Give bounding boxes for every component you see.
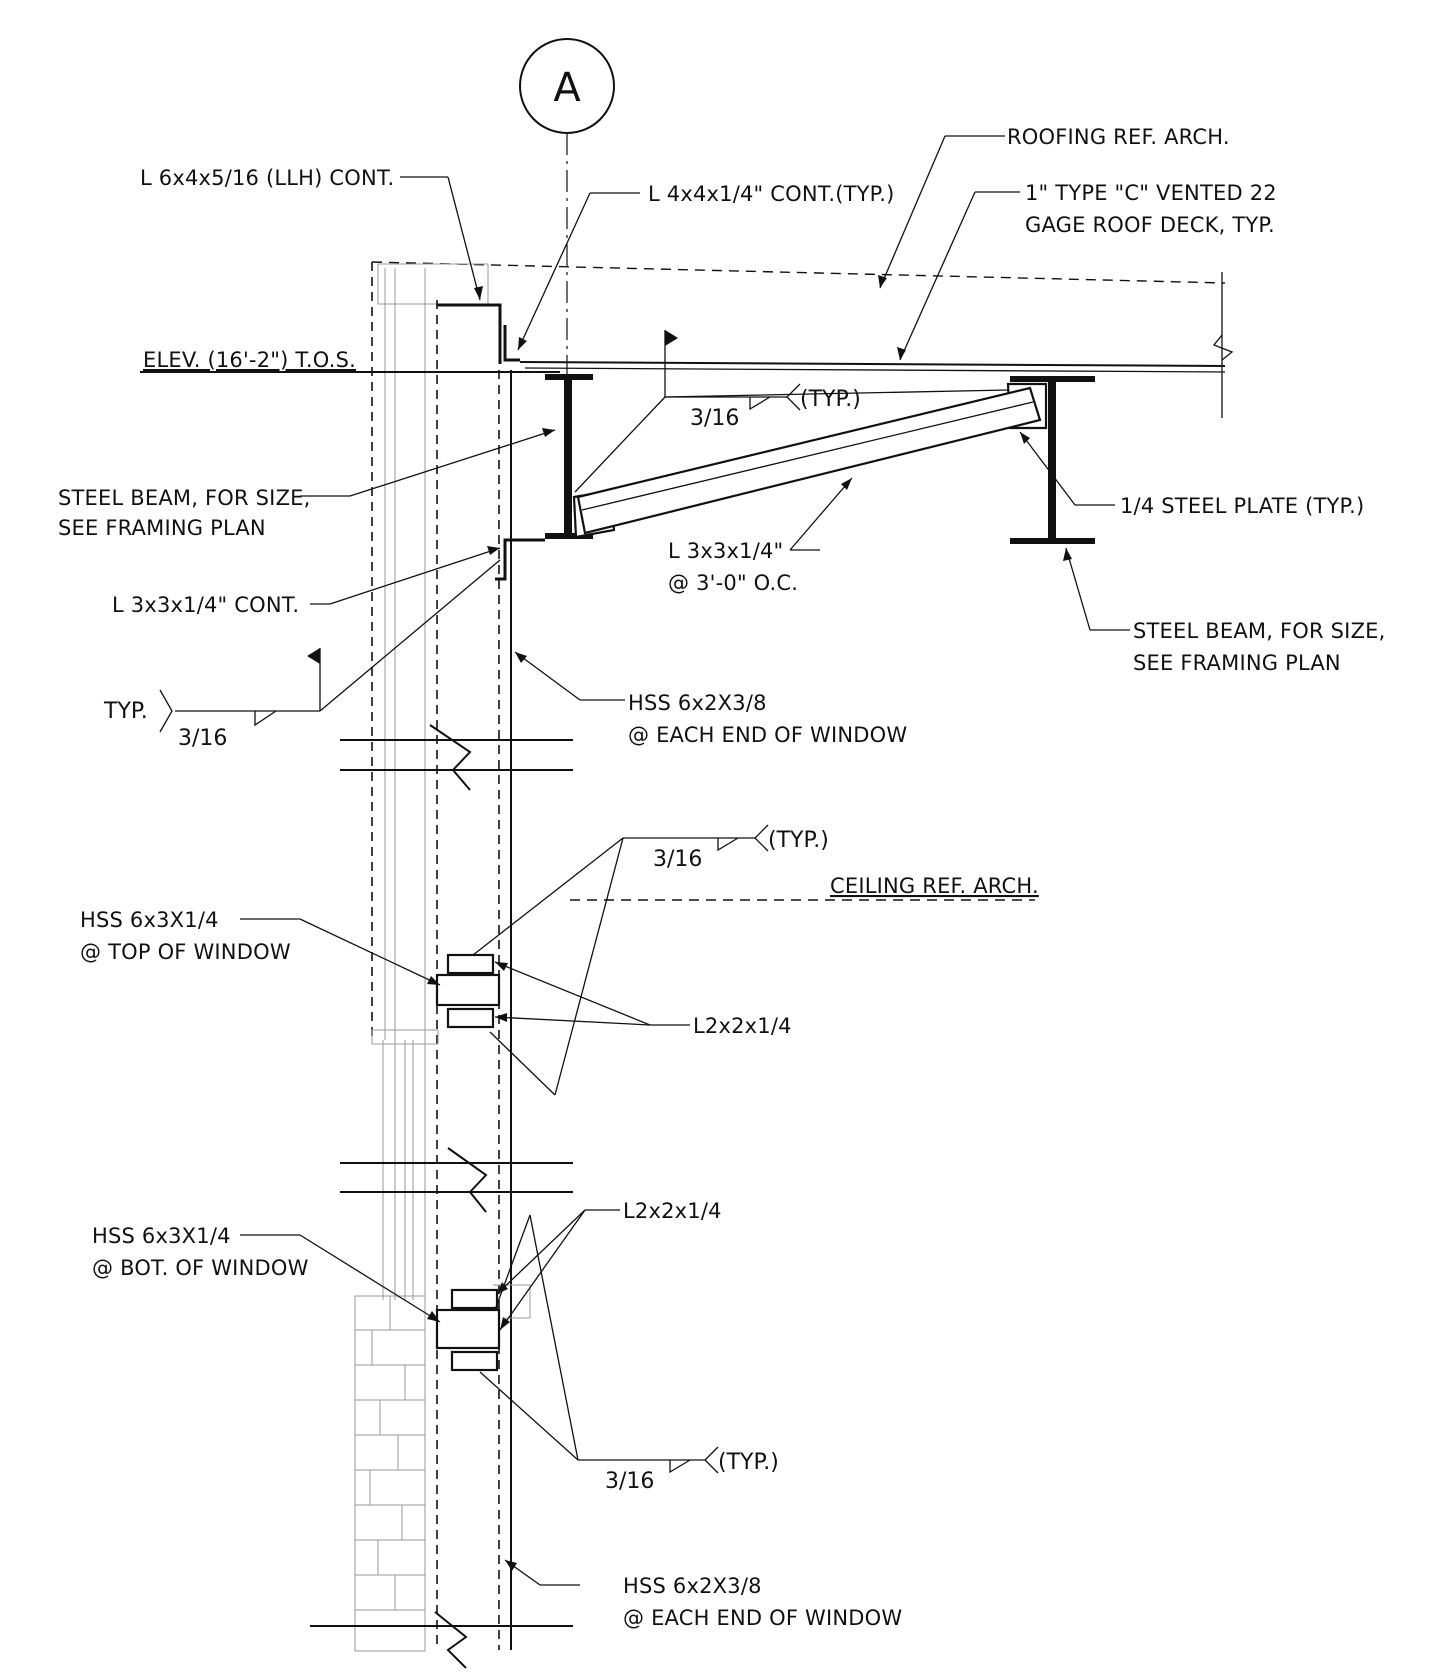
break-lines [310, 724, 573, 1669]
label-angle-3x3-cont: L 3x3x1/4" CONT. [112, 593, 299, 617]
annotation-labels: ROOFING REF. ARCH. 1" TYPE "C" VENTED 22… [58, 125, 1386, 1630]
weld-sill-note: (TYP.) [718, 1450, 779, 1475]
label-beam-right-line2: SEE FRAMING PLAN [1133, 651, 1341, 675]
grid-bubble-a: A [519, 38, 615, 134]
weld-left-size: 3/16 [178, 726, 227, 751]
label-brace-line1: L 3x3x1/4" [668, 539, 783, 563]
grid-bubble-label: A [553, 65, 581, 111]
leader-lines [240, 135, 1130, 1586]
weld-left-note: TYP. [103, 699, 148, 724]
label-angle-4x4: L 4x4x1/4" CONT.(TYP.) [648, 182, 895, 206]
label-roofing: ROOFING REF. ARCH. [1007, 125, 1230, 149]
label-beam-left-line2: SEE FRAMING PLAN [58, 516, 266, 540]
weld-symbols [159, 330, 1009, 1474]
label-hss-bot-line1: HSS 6x2X3/8 [623, 1574, 762, 1598]
label-beam-left-line1: STEEL BEAM, FOR SIZE, [58, 486, 311, 510]
label-hss-header-line2: @ TOP OF WINDOW [80, 940, 291, 964]
steel-framing [140, 303, 1226, 581]
label-deck-line1: 1" TYPE "C" VENTED 22 [1025, 181, 1277, 205]
label-elevation: ELEV. (16'-2") T.O.S. [143, 348, 356, 372]
label-brace-line2: @ 3'-0" O.C. [668, 571, 798, 595]
label-hss-top-line1: HSS 6x2X3/8 [628, 691, 767, 715]
label-hss-sill-line1: HSS 6x3X1/4 [92, 1224, 231, 1248]
window-header-sill [435, 953, 531, 1372]
weld-header-size: 3/16 [653, 847, 702, 872]
label-angle-l2-top: L2x2x1/4 [693, 1014, 792, 1038]
roofing-outline [371, 261, 1234, 418]
weld-top-note: (TYP.) [800, 387, 861, 412]
label-hss-sill-line2: @ BOT. OF WINDOW [92, 1256, 309, 1280]
label-ceiling: CEILING REF. ARCH. [830, 874, 1039, 898]
weld-header-note: (TYP.) [768, 828, 829, 853]
label-deck-line2: GAGE ROOF DECK, TYP. [1025, 213, 1275, 237]
weld-labels: 3/16 (TYP.) 3/16 TYP. 3/16 (TYP.) 3/16 (… [103, 387, 861, 1494]
label-angle-l2-bot: L2x2x1/4 [623, 1199, 722, 1223]
label-steel-plate: 1/4 STEEL PLATE (TYP.) [1120, 494, 1364, 518]
label-hss-header-line1: HSS 6x3X1/4 [80, 908, 219, 932]
label-hss-bot-line2: @ EACH END OF WINDOW [623, 1606, 902, 1630]
weld-sill-size: 3/16 [605, 1469, 654, 1494]
label-beam-right-line1: STEEL BEAM, FOR SIZE, [1133, 619, 1386, 643]
label-hss-top-line2: @ EACH END OF WINDOW [628, 723, 907, 747]
label-angle-llh: L 6x4x5/16 (LLH) CONT. [140, 166, 394, 190]
weld-top-size: 3/16 [690, 406, 739, 431]
